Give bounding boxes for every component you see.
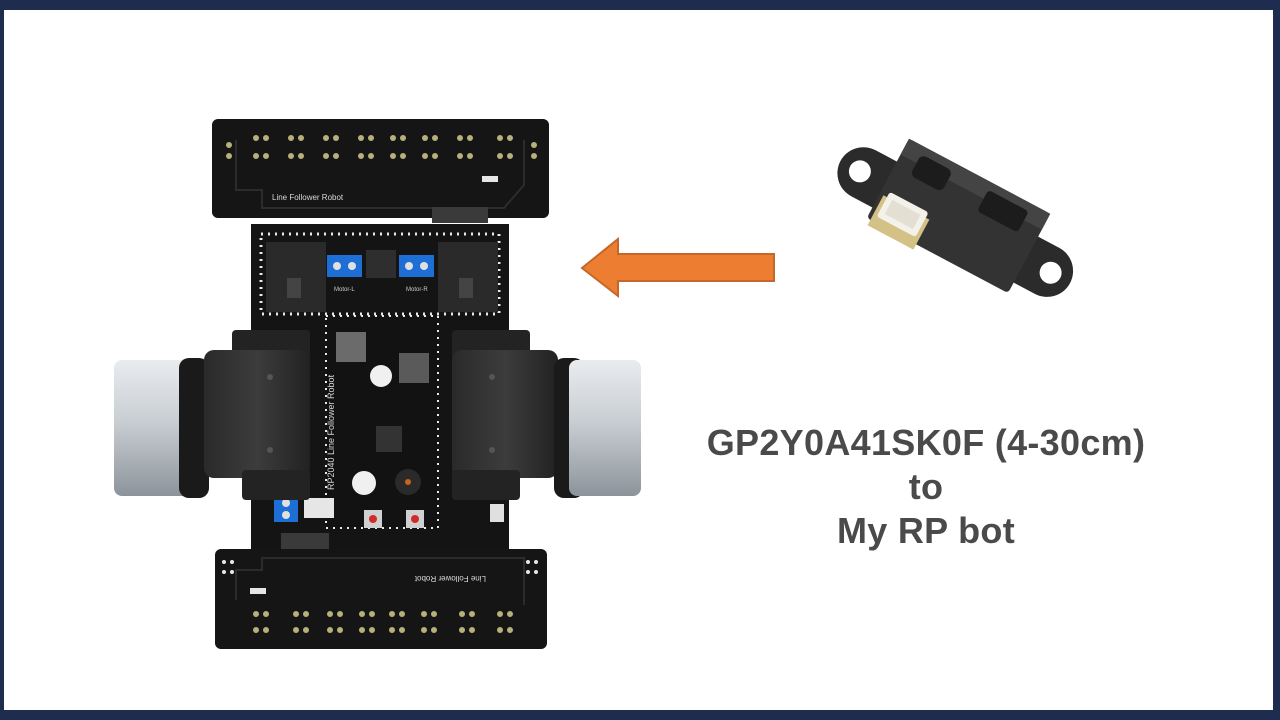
right-motor bbox=[452, 330, 558, 500]
left-wheel bbox=[114, 358, 209, 498]
caption-text: GP2Y0A41SK0F (4-30cm) to My RP bot bbox=[624, 421, 1228, 553]
rear-board-label: Line Follower Robot bbox=[414, 574, 486, 583]
motor-right-label: Motor-R bbox=[406, 287, 428, 293]
caption-connector: to bbox=[908, 466, 944, 507]
rp2040-robot-image: Line Follower Robot Motor-L Motor-R bbox=[114, 119, 641, 649]
ir-distance-sensor-image bbox=[837, 138, 1074, 297]
slide-canvas: Line Follower Robot Motor-L Motor-R bbox=[4, 10, 1273, 710]
target-bot-label: My RP bot bbox=[836, 510, 1016, 551]
rear-sensor-board: Line Follower Robot bbox=[215, 549, 547, 649]
arrow-left-icon bbox=[580, 236, 775, 299]
sensor-model-title: GP2Y0A41SK0F (4-30cm) bbox=[706, 422, 1146, 463]
front-board-label: Line Follower Robot bbox=[272, 193, 344, 202]
left-motor bbox=[204, 330, 310, 500]
motor-left-label: Motor-L bbox=[334, 287, 355, 293]
front-sensor-board: Line Follower Robot bbox=[212, 119, 549, 223]
orange-arrow bbox=[580, 236, 775, 299]
board-label: RP2040 Line Follower Robot bbox=[326, 374, 336, 490]
right-wheel bbox=[554, 358, 641, 498]
